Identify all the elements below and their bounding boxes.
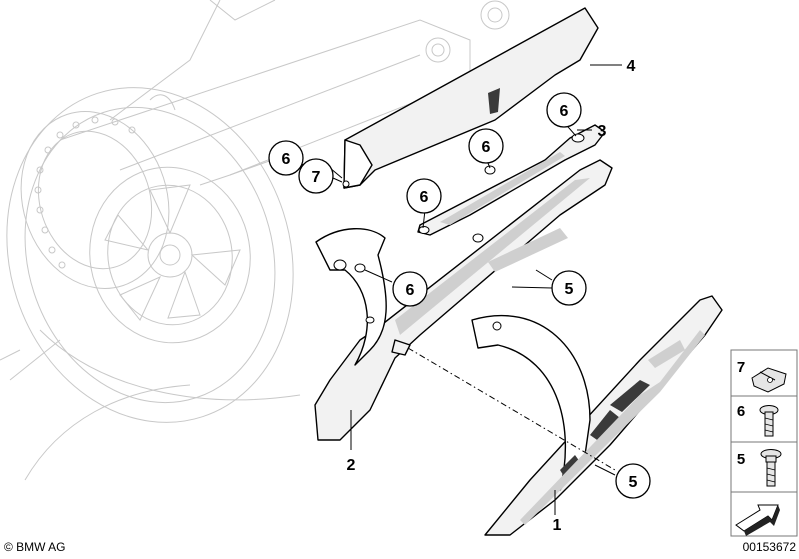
chain-guard-bracket xyxy=(417,124,606,236)
lower-chain-guard xyxy=(471,295,723,536)
svg-text:7: 7 xyxy=(737,359,745,376)
brake-disc-holes xyxy=(34,116,136,269)
callout-4: 4 xyxy=(627,58,636,75)
svg-text:6: 6 xyxy=(482,139,491,156)
clip-nut-icon xyxy=(751,367,787,393)
svg-text:6: 6 xyxy=(420,189,429,206)
flange-screw-icon xyxy=(760,449,782,487)
callout-5a: 5 xyxy=(551,270,587,306)
callout-1: 1 xyxy=(553,517,562,534)
svg-text:2: 2 xyxy=(347,457,356,474)
callout-6b: 6 xyxy=(468,128,504,164)
legend-item-arrow xyxy=(730,491,798,537)
arrow-icon xyxy=(735,504,780,536)
callout-5b: 5 xyxy=(615,463,651,499)
svg-text:6: 6 xyxy=(406,282,415,299)
callout-7: 7 xyxy=(298,158,334,194)
svg-text:4: 4 xyxy=(627,58,636,75)
svg-text:6: 6 xyxy=(737,403,745,420)
callout-2: 2 xyxy=(347,457,356,474)
svg-text:5: 5 xyxy=(629,474,638,491)
diagram-number: 00153672 xyxy=(743,540,797,554)
svg-text:7: 7 xyxy=(312,169,321,186)
legend-item-6: 6 xyxy=(730,395,798,443)
callout-6d: 6 xyxy=(406,178,442,214)
svg-text:6: 6 xyxy=(560,103,569,120)
copyright-text: © BMW AG xyxy=(4,540,66,554)
svg-text:3: 3 xyxy=(598,123,607,140)
upper-chain-guard xyxy=(342,7,599,189)
callout-6e: 6 xyxy=(392,271,428,307)
chain-guard-with-mudflap xyxy=(314,159,613,441)
svg-text:5: 5 xyxy=(737,451,745,468)
callout-6c: 6 xyxy=(546,92,582,128)
callout-3: 3 xyxy=(598,123,607,140)
parts-legend: 7 6 5 xyxy=(730,349,798,537)
svg-text:1: 1 xyxy=(553,517,562,534)
motorcycle-rear-ghost xyxy=(0,0,510,481)
legend-item-7: 7 xyxy=(730,349,798,397)
torx-screw-icon xyxy=(759,405,779,437)
legend-item-5: 5 xyxy=(730,441,798,493)
svg-text:6: 6 xyxy=(282,151,291,168)
callout-6a: 6 xyxy=(268,140,304,176)
svg-text:5: 5 xyxy=(565,281,574,298)
